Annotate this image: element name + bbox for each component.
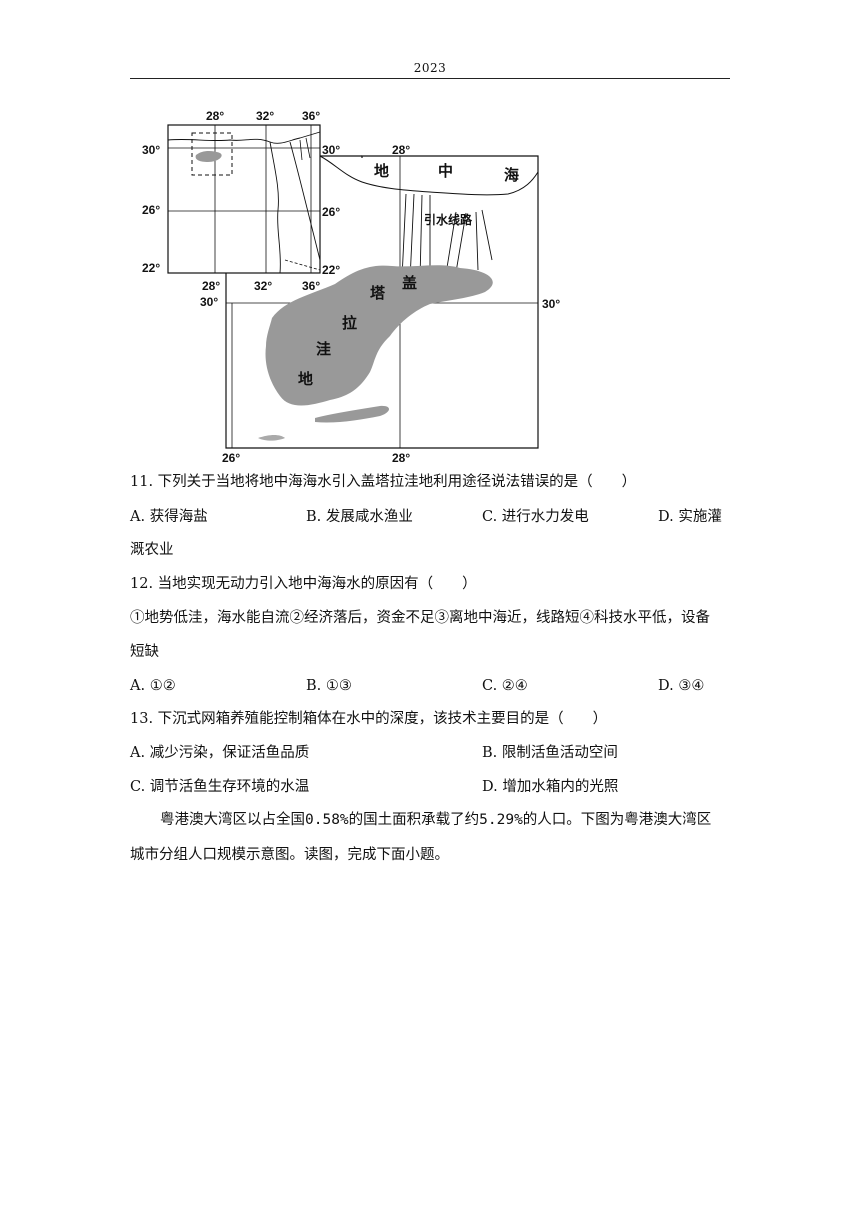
depression-label-2: 塔 — [370, 284, 386, 302]
inset-lon-28-label: 28° — [206, 109, 224, 123]
main-lon-28-label: 28° — [392, 143, 410, 157]
route-label: 引水线路 — [424, 212, 473, 227]
header-year: 2023 — [413, 61, 447, 75]
inset-border — [284, 259, 321, 271]
inset-lon-32-label: 32° — [256, 109, 274, 123]
q11-option-a[interactable]: A. 获得海盐 — [130, 509, 208, 525]
depression-label-3: 拉 — [342, 314, 357, 332]
inset-lon-36-bottom-label: 36° — [302, 279, 320, 293]
inset-coast — [167, 131, 321, 144]
depression-shape — [265, 265, 493, 406]
inset-lat-26-right-label: 26° — [322, 205, 340, 219]
q13-stem: 13. 下沉式网箱养殖能控制箱体在水中的深度，该技术主要目的是（ ） — [130, 711, 608, 727]
water-routes — [401, 193, 493, 281]
sea-label-2: 中 — [438, 162, 453, 180]
q11-stem: 11. 下列关于当地将地中海海水引入盖塔拉洼地利用途径说法错误的是（ ） — [130, 474, 637, 490]
q12-reasons-cont: 短缺 — [130, 644, 159, 660]
inset-lat-22-right-label: 22° — [322, 263, 340, 277]
q12-stem: 12. 当地实现无动力引入地中海海水的原因有（ ） — [130, 576, 477, 592]
sea-label-3: 海 — [504, 166, 519, 184]
main-lat-30-right-label: 30° — [542, 297, 560, 311]
inset-lon-36-label: 36° — [302, 109, 320, 123]
q13-option-b[interactable]: B. 限制活鱼活动空间 — [482, 745, 618, 761]
map-figure: 28° 32° 36° 30° 26° 22° 30° 26° 22° 28° … — [130, 100, 560, 465]
depression-label-4: 洼 — [316, 340, 331, 358]
q11-option-b[interactable]: B. 发展咸水渔业 — [306, 509, 413, 525]
q13-option-d[interactable]: D. 增加水箱内的光照 — [482, 779, 619, 795]
q11-option-d-cont: 溉农业 — [130, 542, 174, 558]
inset-lat-26-label: 26° — [142, 203, 160, 217]
inset-lon-28-bottom-label: 28° — [202, 279, 220, 293]
sea-label-1: 地 — [374, 162, 389, 180]
q13-option-c[interactable]: C. 调节活鱼生存环境的水温 — [130, 779, 310, 795]
main-lon-28-bottom-label: 28° — [392, 451, 410, 465]
inset-lat-30-label: 30° — [142, 143, 160, 157]
inset-lat-22-label: 22° — [142, 261, 160, 275]
q12-option-d[interactable]: D. ③④ — [658, 678, 705, 694]
inset-focus-box — [191, 132, 233, 176]
inset-lat-30-right-label: 30° — [322, 143, 340, 157]
depression-fragment-1 — [315, 405, 389, 423]
intro-line-1: 粤港澳大湾区以占全国0.58%的国土面积承载了约5.29%的人口。下图为粤港澳大… — [160, 812, 712, 828]
main-lon-26-label: 26° — [222, 451, 240, 465]
q11-option-c[interactable]: C. 进行水力发电 — [482, 509, 589, 525]
header-rule — [130, 78, 730, 79]
q12-reasons: ①地势低洼，海水能自流②经济落后，资金不足③离地中海近，线路短④科技水平低，设备 — [130, 610, 710, 626]
inset-lon-32-bottom-label: 32° — [254, 279, 272, 293]
inset-frame — [167, 124, 321, 274]
inset-depression — [195, 150, 222, 162]
inset-sinai — [299, 137, 311, 161]
inset-nile — [269, 141, 281, 274]
depression-label-5: 地 — [298, 370, 313, 388]
inset-redsea — [289, 141, 321, 261]
main-coast — [319, 155, 539, 196]
q12-option-b[interactable]: B. ①③ — [306, 678, 352, 694]
intro-line-2: 城市分组人口规模示意图。读图，完成下面小题。 — [130, 847, 449, 863]
q11-option-d[interactable]: D. 实施灌 — [658, 509, 722, 525]
q12-option-a[interactable]: A. ①② — [130, 678, 176, 694]
depression-label-1: 盖 — [402, 274, 417, 292]
q12-option-c[interactable]: C. ②④ — [482, 678, 528, 694]
depression-fragment-2 — [258, 435, 285, 441]
map-svg: 28° 32° 36° 30° 26° 22° 30° 26° 22° 28° … — [142, 109, 560, 465]
q13-option-a[interactable]: A. 减少污染，保证活鱼品质 — [130, 745, 310, 761]
main-lat-30-left-label: 30° — [200, 295, 218, 309]
